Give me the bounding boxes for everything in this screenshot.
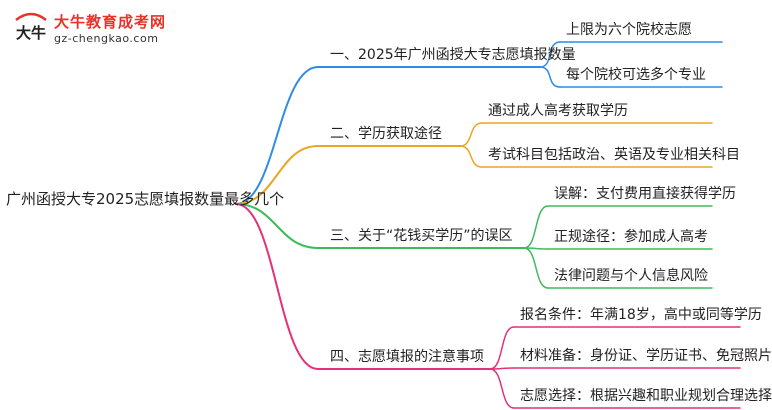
- mindmap-connectors: [235, 41, 741, 409]
- child-connector: [459, 122, 483, 147]
- branch-1-item: 每个院校可选多个专业: [566, 67, 706, 83]
- logo-mark-icon: 大牛: [15, 12, 47, 42]
- child-connector: [523, 205, 549, 249]
- logo-url: gz-chengkao.com: [54, 32, 159, 45]
- branch-3-item: 误解：支付费用直接获得学历: [554, 186, 736, 202]
- branch-4-item: 报名条件：年满18岁，高中或同等学历: [520, 307, 762, 323]
- child-connector: [523, 247, 549, 289]
- branch-1-label: 一、2025年广州函授大专志愿填报数量: [330, 47, 576, 63]
- child-connector: [459, 145, 483, 168]
- site-logo[interactable]: 大牛 大牛教育成考网 gz-chengkao.com: [12, 8, 182, 52]
- branch-1-item: 上限为六个院校志愿: [566, 22, 692, 38]
- branch-4-item: 志愿选择：根据兴趣和职业规划合理选择: [520, 388, 772, 404]
- child-connector: [489, 326, 515, 370]
- branch-connector: [235, 203, 319, 249]
- branch-3-item: 正规途径：参加成人高考: [554, 229, 708, 245]
- branch-2-item: 考试科目包括政治、英语及专业相关科目: [488, 147, 740, 163]
- logo-title: 大牛教育成考网: [54, 13, 167, 31]
- branch-3-label: 三、关于“花钱买学历”的误区: [330, 228, 513, 244]
- branch-3-item: 法律问题与个人信息风险: [554, 268, 708, 284]
- branch-connector: [235, 145, 319, 205]
- branch-2-label: 二、学历获取途径: [330, 126, 442, 142]
- branch-connector: [235, 203, 319, 370]
- branch-4-item: 材料准备：身份证、学历证书、免冠照片: [520, 348, 772, 364]
- logo-mark-text: 大牛: [16, 24, 46, 42]
- root-topic: 广州函授大专2025志愿填报数量最多几个: [6, 190, 285, 208]
- child-connector: [539, 41, 561, 68]
- child-connector: [489, 368, 515, 409]
- branch-4-label: 四、志愿填报的注意事项: [330, 349, 484, 365]
- branch-connector: [235, 66, 319, 205]
- branch-2-item: 通过成人高考获取学历: [488, 103, 628, 119]
- child-connector: [539, 66, 561, 88]
